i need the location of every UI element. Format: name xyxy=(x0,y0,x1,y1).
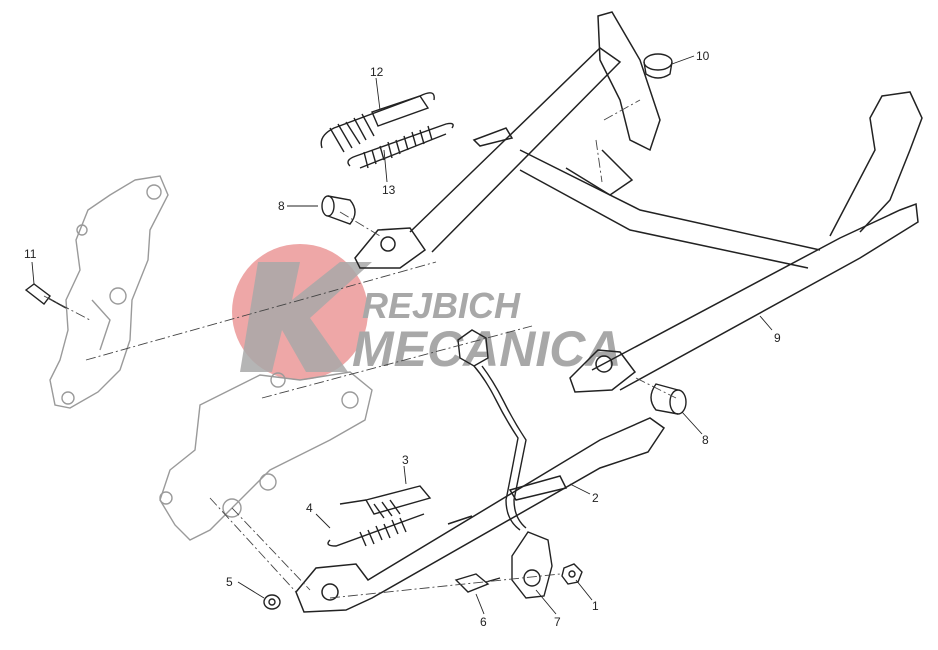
callout-2: 2 xyxy=(592,491,599,505)
spring-13-part xyxy=(347,122,454,169)
callout-8-upper: 8 xyxy=(278,199,285,213)
nut-1-part xyxy=(561,563,583,585)
callout-11: 11 xyxy=(24,247,37,261)
rubber-pad-part xyxy=(643,53,673,79)
callout-13: 13 xyxy=(382,183,396,197)
watermark: REJBICH MECANICA xyxy=(232,244,621,380)
callout-5: 5 xyxy=(226,575,233,589)
callout-10: 10 xyxy=(696,49,710,63)
callout-3: 3 xyxy=(402,453,409,467)
callout-6: 6 xyxy=(480,615,487,629)
frame-bracket-upper xyxy=(49,175,169,409)
watermark-k-logo xyxy=(240,262,372,372)
leader-lines xyxy=(31,55,773,615)
center-stand xyxy=(354,11,923,393)
assembly-lines xyxy=(43,99,677,599)
side-stand-part xyxy=(295,417,666,613)
side-stand-switch-part xyxy=(457,329,553,599)
callout-labels: 12 13 8 11 10 9 8 2 3 4 5 6 7 1 xyxy=(24,49,781,629)
callout-7: 7 xyxy=(554,615,561,629)
spring-12-part xyxy=(320,92,435,153)
callout-1: 1 xyxy=(592,599,599,613)
frame-bracket-lower xyxy=(159,371,373,541)
washer-5-part xyxy=(263,594,281,610)
pivot-bolt-6-part xyxy=(454,573,501,593)
callout-12: 12 xyxy=(370,65,384,79)
watermark-line1: REJBICH xyxy=(362,285,521,326)
callout-4: 4 xyxy=(306,501,313,515)
spring-3-part xyxy=(339,485,432,519)
bushing-lower-part xyxy=(650,383,687,415)
spring-4-part xyxy=(327,513,425,547)
callout-8-lower: 8 xyxy=(702,433,709,447)
bushing-upper-part xyxy=(321,195,356,225)
callout-9: 9 xyxy=(774,331,781,345)
